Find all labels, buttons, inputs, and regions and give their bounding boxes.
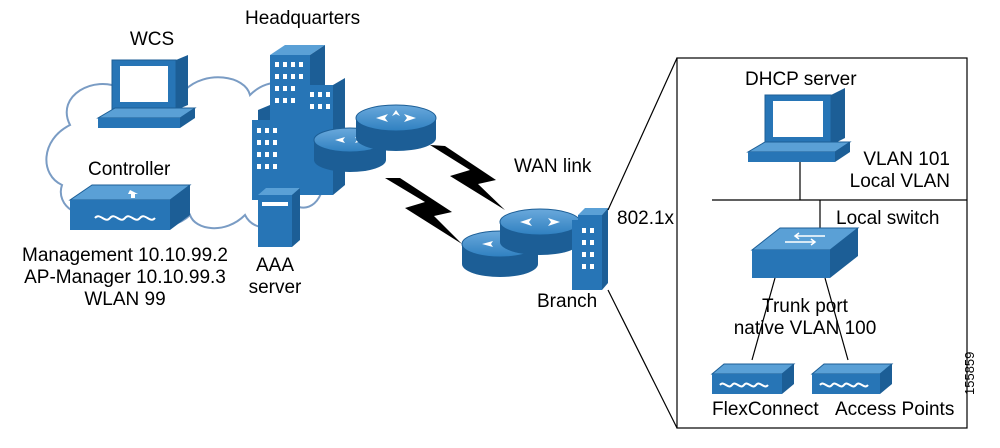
dhcp-server-label: DHCP server [745, 69, 857, 90]
trunk-port-label: Trunk port [762, 296, 848, 317]
branch-router-icon [499, 208, 581, 255]
management-address-label: Management 10.10.99.2 [22, 245, 228, 266]
local-switch-label: Local switch [836, 208, 940, 229]
native-vlan-label: native VLAN 100 [733, 318, 877, 339]
callout-line [607, 289, 678, 429]
wcs-label: WCS [129, 29, 175, 50]
wan-link-label: WAN link [514, 156, 592, 177]
callout-line [607, 57, 678, 211]
hq-router-icon [355, 104, 437, 151]
access-point-icon [810, 363, 894, 394]
trunk-link-line [824, 277, 849, 361]
aaa-server-icon [258, 188, 300, 247]
controller-icon [68, 184, 192, 230]
access-points-label: Access Points [835, 399, 955, 420]
wan-link-lightning-icon [430, 145, 505, 210]
controller-label: Controller [88, 159, 171, 180]
flexconnect-access-point-icon [710, 363, 796, 394]
dhcp-server-icon [746, 88, 852, 162]
wcs-computer-icon [96, 55, 197, 128]
branch-detail-box [676, 57, 968, 429]
dot1x-label: 802.1x [617, 208, 675, 229]
headquarters-label: Headquarters [245, 8, 361, 29]
flexconnect-label: FlexConnect [712, 399, 819, 420]
local-switch-icon [750, 227, 860, 278]
ap-manager-address-label: AP-Manager 10.10.99.3 [24, 267, 226, 288]
branch-label: Branch [537, 291, 598, 312]
branch-building-icon [572, 208, 608, 290]
trunk-link-line [751, 277, 776, 361]
aaa-label: AAA [255, 255, 295, 276]
wan-link-lightning-icon [385, 178, 462, 244]
server-label: server [248, 277, 302, 298]
headquarters-building-icon [252, 45, 345, 200]
wlan-label: WLAN 99 [84, 289, 166, 310]
local-vlan-label: Local VLAN [849, 171, 950, 192]
vlan-101-label: VLAN 101 [863, 149, 950, 170]
figure-id-label: 155859 [962, 351, 977, 395]
